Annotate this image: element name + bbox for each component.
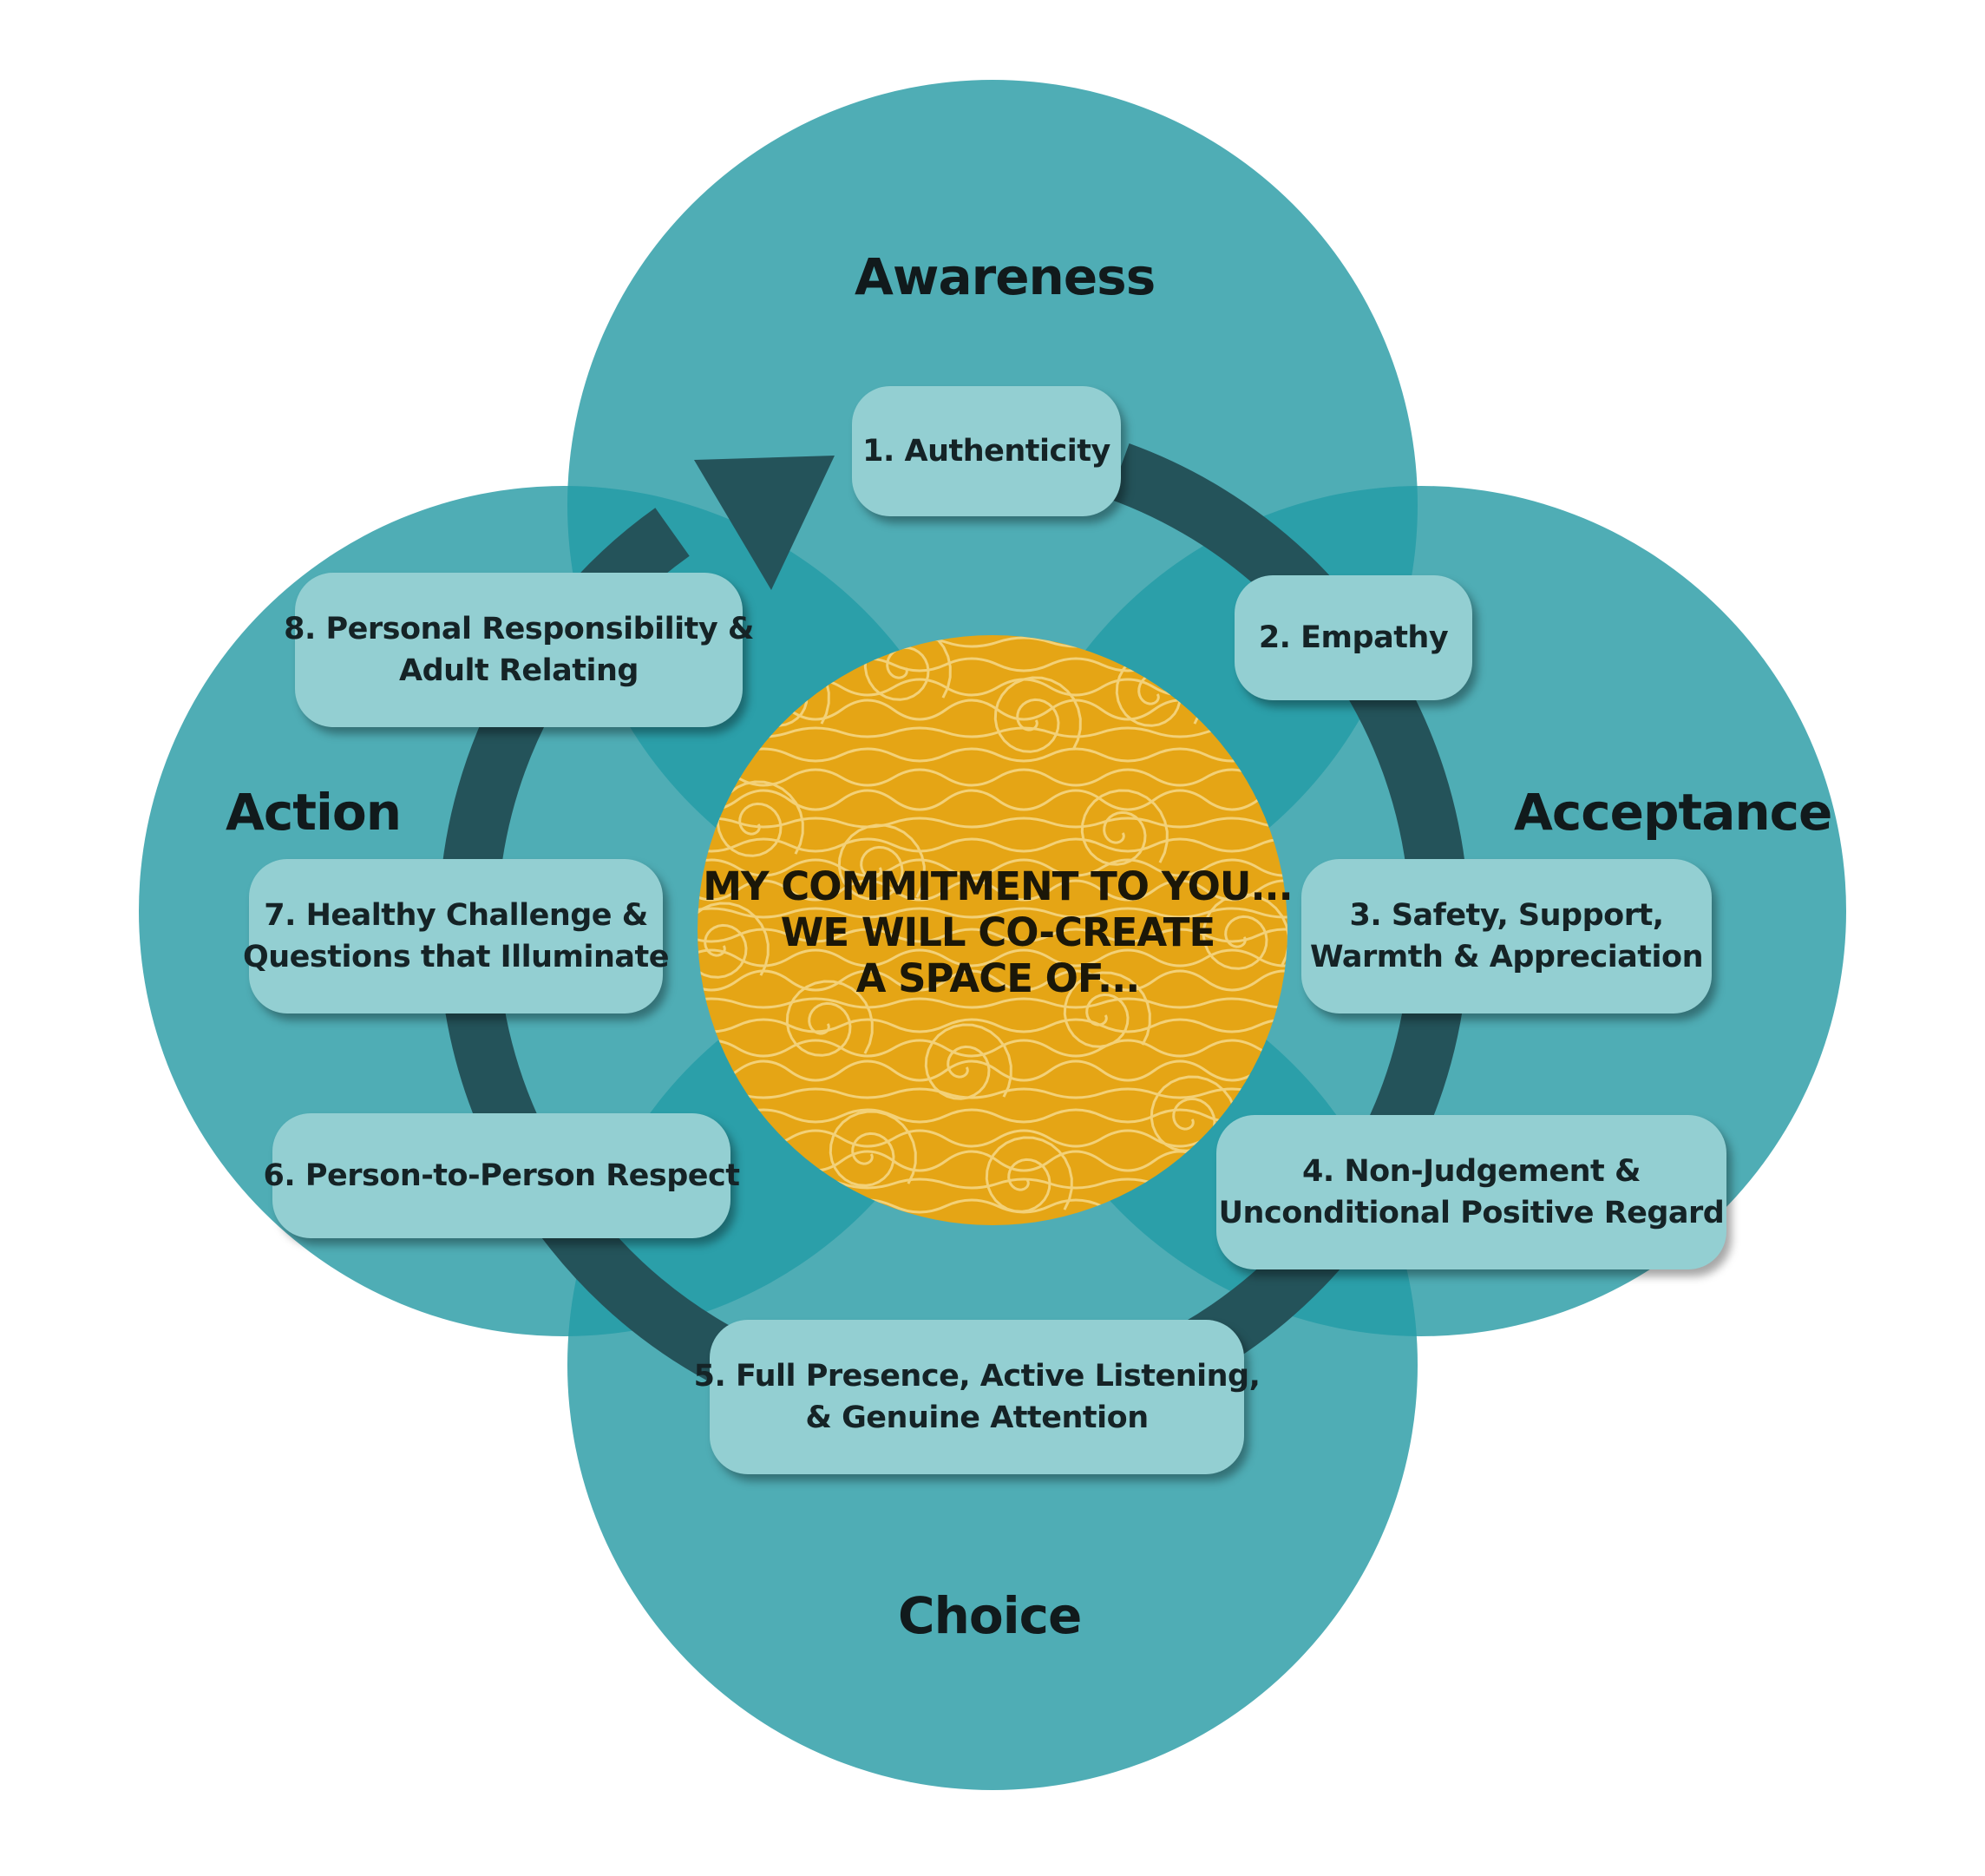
swirl-wave <box>698 789 1287 811</box>
step-4-line-1: 4. Non-Judgement & <box>1302 1154 1641 1189</box>
swirl-spiral <box>1063 971 1151 1048</box>
swirl-wave <box>698 1087 1287 1099</box>
swirl-wave <box>698 858 1287 877</box>
swirl-spiral <box>985 1136 1073 1213</box>
swirl-wave <box>698 1018 1287 1033</box>
region-label-action: Action <box>226 783 402 842</box>
swirl-wave <box>698 969 1287 992</box>
center-text-line-3: A SPACE OF... <box>855 955 1141 1001</box>
swirl-spiral <box>698 902 770 979</box>
cycle-arrowhead <box>694 456 835 590</box>
swirl-spiral <box>785 980 874 1057</box>
step-4-line-2: Unconditional Positive Regard <box>1218 1196 1725 1230</box>
step-6-line-1: 6. Person-to-Person Respect <box>263 1158 740 1193</box>
step-8-line-1: 8. Personal Responsibility & <box>284 612 754 646</box>
step-2-empathy: 2. Empathy <box>1235 575 1472 700</box>
region-label-acceptance: Acceptance <box>1514 783 1832 842</box>
overlap-awareness-action <box>567 486 989 930</box>
swirl-spiral <box>993 676 1082 753</box>
step-7-line-1: 7. Healthy Challenge & <box>264 898 648 933</box>
region-label-awareness: Awareness <box>855 247 1156 306</box>
step-3-safety-support: 3. Safety, Support, Warmth & Appreciatio… <box>1301 859 1712 1013</box>
swirl-wave <box>698 879 1287 902</box>
step-3-line-2: Warmth & Appreciation <box>1310 940 1704 974</box>
swirl-wave <box>698 907 1287 919</box>
overlap-awareness-acceptance <box>996 486 1418 930</box>
swirl-wave <box>698 768 1287 787</box>
swirl-wave <box>698 997 1287 1009</box>
region-label-choice: Choice <box>898 1586 1082 1645</box>
swirl-wave <box>698 1108 1287 1124</box>
swirl-spiral <box>924 1023 1012 1100</box>
step-1-authenticity: 1. Authenticity <box>852 386 1121 516</box>
center-text-line-1: MY COMMITMENT TO YOU... <box>703 863 1294 909</box>
step-8-line-2: Adult Relating <box>399 653 639 688</box>
step-1-line-1: 1. Authenticity <box>862 434 1110 469</box>
step-4-non-judgement: 4. Non-Judgement & Unconditional Positiv… <box>1216 1115 1726 1269</box>
swirl-wave <box>698 837 1287 853</box>
swirl-wave <box>698 948 1287 968</box>
swirl-wave <box>698 747 1287 763</box>
step-7-healthy-challenge: 7. Healthy Challenge & Questions that Il… <box>243 859 670 1013</box>
swirl-spiral <box>1202 893 1287 970</box>
step-5-line-2: & Genuine Attention <box>805 1400 1149 1435</box>
swirl-spiral <box>837 823 926 901</box>
swirl-spiral <box>829 1110 917 1187</box>
step-5-full-presence: 5. Full Presence, Active Listening, & Ge… <box>694 1320 1261 1474</box>
swirl-spiral <box>716 780 804 857</box>
swirl-wave <box>698 817 1287 829</box>
swirl-spiral <box>1080 789 1169 866</box>
step-6-person-respect: 6. Person-to-Person Respect <box>263 1113 740 1238</box>
step-7-line-2: Questions that Illuminate <box>242 940 670 974</box>
step-8-personal-responsibility: 8. Personal Responsibility & Adult Relat… <box>284 573 754 727</box>
center-commitment-text: MY COMMITMENT TO YOU... WE WILL CO-CREAT… <box>685 863 1310 1001</box>
step-5-line-1: 5. Full Presence, Active Listening, <box>693 1359 1261 1394</box>
swirl-spiral <box>863 635 952 701</box>
center-text-line-2: WE WILL CO-CREATE <box>780 909 1215 955</box>
swirl-wave <box>698 1059 1287 1082</box>
step-3-line-1: 3. Safety, Support, <box>1349 898 1665 933</box>
swirl-wave <box>698 1039 1287 1058</box>
swirl-wave <box>698 928 1287 943</box>
step-2-line-1: 2. Empathy <box>1258 620 1449 655</box>
